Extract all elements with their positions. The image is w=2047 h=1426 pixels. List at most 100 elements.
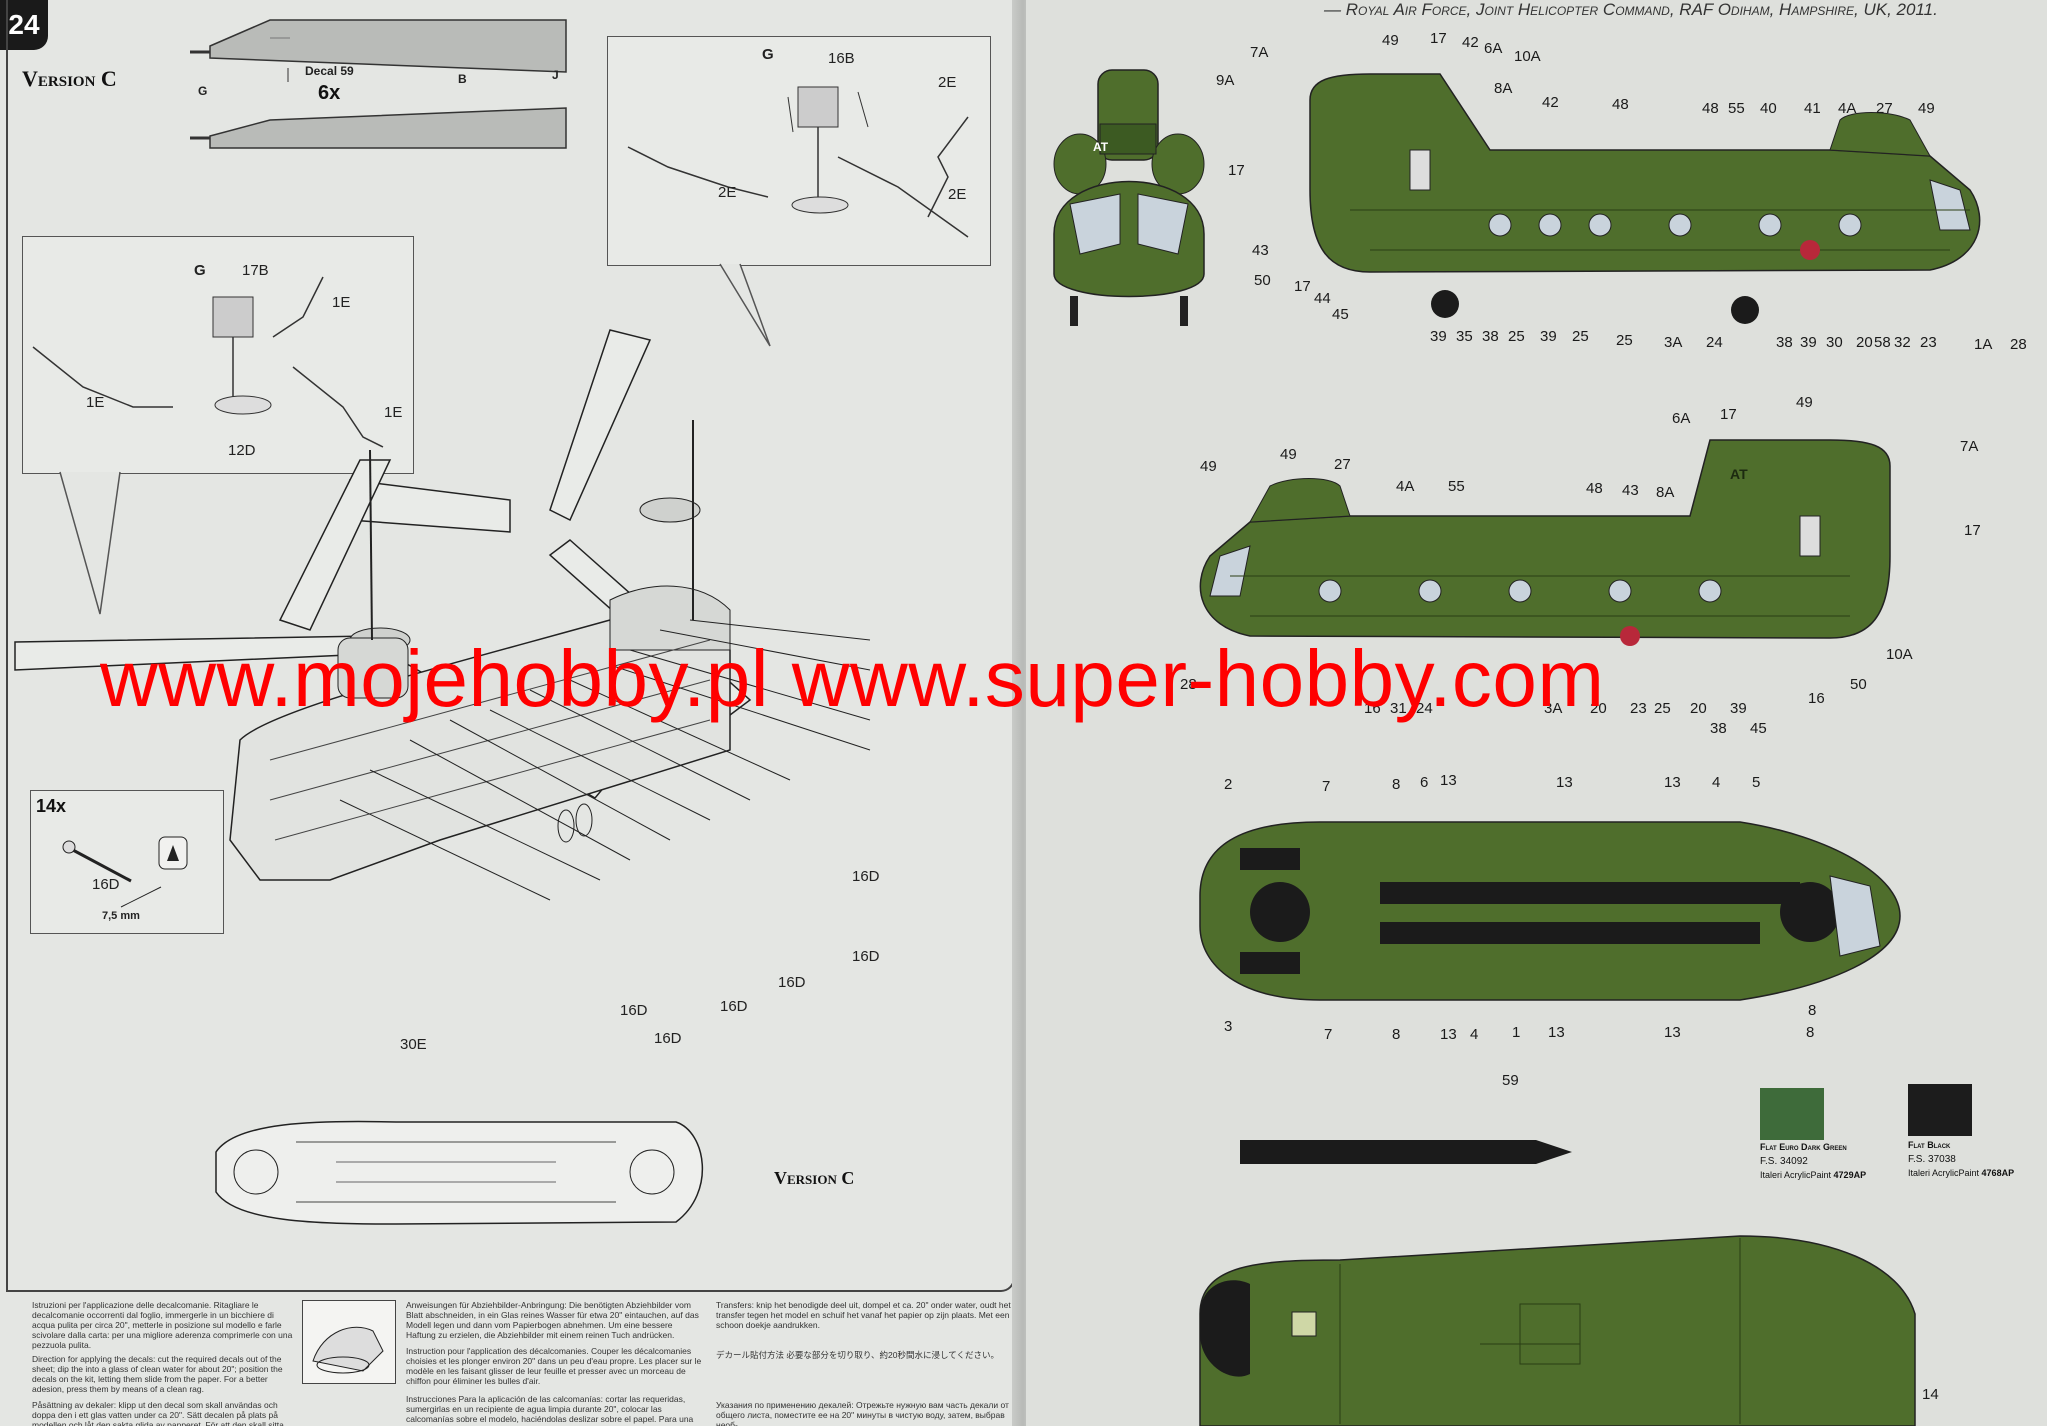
sv2-label-3: 4A	[1396, 478, 1415, 495]
tv-label-5: 13	[1556, 774, 1573, 791]
decal-59-label: Decal 59	[305, 64, 354, 78]
tv-label-14: 1	[1512, 1024, 1521, 1041]
sv1-label-8: 48	[1612, 96, 1629, 113]
version-label-bottom: Version C	[774, 1168, 855, 1188]
paint-code-black: Italeri AcrylicPaint 4768AP	[1908, 1168, 2014, 1178]
front-view-drawing	[1053, 69, 1205, 326]
sv2-label-7: 8A	[1656, 484, 1675, 501]
pin-label-5: 16D	[654, 1030, 682, 1047]
sv2-label-10: 49	[1796, 394, 1813, 411]
sv1-label-6: 8A	[1494, 80, 1513, 97]
blade-decal-drawing	[1240, 1140, 1572, 1164]
part-b-label: B	[458, 72, 467, 86]
sv1-label-10: 55	[1728, 100, 1745, 117]
instruction-russian: Указания по применению декалей: Отрежьте…	[716, 1400, 1009, 1426]
sv1-label-0: 7A	[1250, 44, 1269, 61]
sv1-label-39: 1A	[1974, 336, 1993, 353]
tv-label-17: 8	[1808, 1002, 1817, 1019]
tv-label-0: 2	[1224, 776, 1233, 793]
sv2-label-13: 10A	[1886, 646, 1913, 663]
instruction-swedish: Påsättning av dekaler: klipp ut den deca…	[32, 1400, 284, 1426]
sv2-label-12: 17	[1964, 522, 1981, 539]
rotor-blades-drawing	[190, 19, 567, 149]
sv2-label-1: 49	[1280, 446, 1297, 463]
sv1-label-2: 17	[1430, 30, 1447, 47]
paint-code-number-green: 4729AP	[1833, 1170, 1867, 1180]
instruction-french: Instruction pour l'application des décal…	[406, 1346, 702, 1386]
tv-label-10: 7	[1324, 1026, 1333, 1043]
sv1-label-32: 38	[1776, 334, 1793, 351]
top-view-outline-drawing	[215, 1120, 703, 1225]
left-page: 24 Version C Decal 59 6x G B J G 16B 2E …	[0, 0, 1020, 1426]
paint-fs-green: F.S. 34092	[1760, 1156, 1808, 1167]
tv-label-6: 13	[1664, 774, 1681, 791]
part-17b: 17B	[242, 262, 269, 279]
blade-decal-label: 59	[1502, 1072, 1519, 1089]
sv1-label-40: 28	[2010, 336, 2027, 353]
part-30e: 30E	[400, 1036, 427, 1053]
sv1-label-30: 3A	[1664, 334, 1683, 351]
sv2-label-21: 25	[1654, 700, 1671, 717]
pin-label-4: 16D	[720, 998, 748, 1015]
instruction-english: Direction for applying the decals: cut t…	[32, 1354, 283, 1394]
sv2-label-14: 28	[1180, 676, 1197, 693]
sv2-label-20: 23	[1630, 700, 1647, 717]
pin-count: 14x	[36, 796, 67, 816]
top-view-drawing	[1199, 821, 1901, 1001]
sv1-label-9: 48	[1702, 100, 1719, 117]
paint-swatch-black	[1908, 1084, 1972, 1136]
main-assembly-drawing	[14, 329, 871, 901]
sv2-label-19: 20	[1590, 700, 1607, 717]
side-view-left-drawing	[1199, 439, 1891, 646]
pin-label-6: 16D	[620, 1002, 648, 1019]
part-j-label: J	[552, 68, 559, 82]
paint-brand-black: Italeri AcrylicPaint	[1908, 1168, 1980, 1178]
sv1-label-20: 17	[1294, 278, 1311, 295]
sv1-label-1: 49	[1382, 32, 1399, 49]
paint-brand-green: Italeri AcrylicPaint	[1760, 1170, 1832, 1180]
sv1-label-38: 23	[1920, 334, 1937, 351]
tv-label-15: 13	[1548, 1024, 1565, 1041]
sv2-label-17: 24	[1416, 700, 1433, 717]
rotor-head-callout-right	[607, 36, 991, 266]
pin-size: 7,5 mm	[102, 910, 140, 922]
sv2-label-4: 55	[1448, 478, 1465, 495]
bottom-view-drawing	[1199, 1235, 1916, 1426]
sv2-label-24: 38	[1710, 720, 1727, 737]
part-1e-b: 1E	[86, 394, 105, 411]
pin-label-2: 16D	[852, 948, 880, 965]
instruction-spanish: Instrucciones Para la aplicación de las …	[406, 1394, 694, 1426]
sv1-label-27: 39	[1540, 328, 1557, 345]
sv1-label-12: 41	[1804, 100, 1821, 117]
tv-label-12: 13	[1440, 1026, 1457, 1043]
sv1-label-4: 6A	[1484, 40, 1503, 57]
part-g-left: G	[194, 262, 206, 279]
pin-part: 16D	[92, 876, 120, 893]
sv1-label-28: 25	[1572, 328, 1589, 345]
sv2-label-22: 20	[1690, 700, 1707, 717]
tv-label-7: 4	[1712, 774, 1721, 791]
part-16b: 16B	[828, 50, 855, 67]
sv1-label-25: 38	[1482, 328, 1499, 345]
decal-count: 6x	[318, 82, 341, 104]
part-2e-a: 2E	[938, 74, 957, 91]
tv-label-1: 7	[1322, 778, 1331, 795]
rotor-head-detail-drawing	[627, 86, 969, 238]
tv-label-4: 13	[1440, 772, 1457, 789]
callout-pointer-lines	[59, 263, 771, 615]
sv1-label-24: 35	[1456, 328, 1473, 345]
instruction-german: Anweisungen für Abziehbilder-Anbringung:…	[406, 1300, 699, 1340]
tv-label-3: 6	[1420, 774, 1429, 791]
sv2-label-9: 17	[1720, 406, 1737, 423]
sv1-label-5: 10A	[1514, 48, 1541, 65]
sv1-label-17: 17	[1228, 162, 1245, 179]
sv2-label-15: 16	[1364, 700, 1381, 717]
part-12d: 12D	[228, 442, 256, 459]
pin-label-1: 16D	[852, 868, 880, 885]
paint-name-black: Flat Black	[1908, 1140, 1951, 1150]
hand-water-icon	[312, 1326, 384, 1374]
watermark-text: www.mojehobby.pl www.super-hobby.com	[100, 634, 1605, 723]
tv-label-13: 4	[1470, 1026, 1479, 1043]
tv-label-16: 13	[1664, 1024, 1681, 1041]
sv2-label-25: 45	[1750, 720, 1767, 737]
